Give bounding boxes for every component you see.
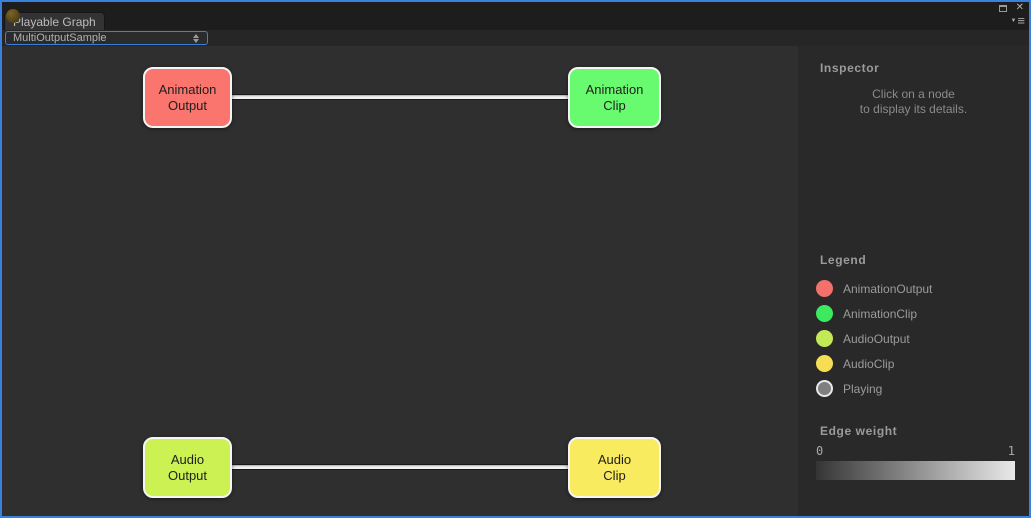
inspector-hint-line1: Click on a node — [872, 87, 955, 101]
legend-list: AnimationOutput AnimationClip AudioOutpu… — [816, 276, 932, 401]
legend-item-label: AudioOutput — [843, 331, 910, 346]
close-icon[interactable]: ✕ — [1015, 2, 1024, 13]
node-audio-output[interactable]: Audio Output — [143, 437, 232, 498]
node-label-line: Audio — [170, 451, 205, 467]
legend-color-dot — [816, 380, 833, 397]
node-label-line: Output — [167, 467, 208, 483]
legend-item-animation-clip: AnimationClip — [816, 301, 932, 326]
graph-tab-icon — [6, 9, 20, 23]
edge-weight-gradient-bar — [816, 461, 1015, 480]
legend-item-label: AudioClip — [843, 356, 895, 371]
inspector-panel: Inspector Click on a node to display its… — [798, 46, 1029, 516]
toolbar: MultiOutputSample — [2, 30, 1029, 46]
edge-weight-min-label: 0 — [816, 444, 824, 458]
main-area: Animation Output Animation Clip Audio Ou… — [2, 46, 1029, 516]
edge-animation-output-to-clip[interactable] — [232, 94, 568, 100]
node-label-line: Audio — [597, 451, 632, 467]
legend-item-playing: Playing — [816, 376, 932, 401]
legend-color-dot — [816, 355, 833, 372]
legend-title: Legend — [820, 253, 867, 267]
legend-item-animation-output: AnimationOutput — [816, 276, 932, 301]
dropdown-triangle-icon: ▼ — [1010, 17, 1017, 24]
node-label-line: Animation — [158, 81, 217, 97]
graph-canvas[interactable]: Animation Output Animation Clip Audio Ou… — [2, 46, 798, 516]
graph-selector-value: MultiOutputSample — [13, 31, 107, 44]
node-label-line: Animation — [585, 81, 644, 97]
node-audio-clip[interactable]: Audio Clip — [568, 437, 661, 498]
edge-audio-output-to-clip[interactable] — [232, 464, 568, 470]
legend-item-label: AnimationOutput — [843, 281, 933, 296]
legend-item-audio-clip: AudioClip — [816, 351, 932, 376]
edge-weight-title: Edge weight — [820, 424, 898, 438]
node-label-line: Output — [167, 97, 208, 113]
legend-item-label: Playing — [843, 381, 883, 396]
node-label-line: Clip — [603, 467, 626, 483]
legend-color-dot — [816, 305, 833, 322]
node-animation-output[interactable]: Animation Output — [143, 67, 232, 128]
legend-item-audio-output: AudioOutput — [816, 326, 932, 351]
titlebar: ✕ — [2, 2, 1029, 13]
legend-item-label: AnimationClip — [843, 306, 918, 321]
inspector-hint: Click on a node to display its details. — [798, 87, 1029, 117]
inspector-title: Inspector — [820, 61, 880, 75]
maximize-icon[interactable] — [999, 5, 1007, 12]
tab-label: Playable Graph — [13, 14, 96, 29]
node-label-line: Clip — [603, 97, 626, 113]
pane-menu-icon[interactable]: ▼ ≡ — [1010, 14, 1025, 27]
dropdown-arrows-icon — [193, 34, 199, 43]
tab-strip: Playable Graph ▼ ≡ — [2, 9, 1029, 30]
edge-weight-scale: 0 1 — [816, 444, 1015, 458]
inspector-hint-line2: to display its details. — [859, 102, 968, 116]
legend-color-dot — [816, 330, 833, 347]
hamburger-icon: ≡ — [1017, 13, 1025, 28]
edge-weight-max-label: 1 — [1007, 444, 1015, 458]
legend-color-dot — [816, 280, 833, 297]
tab-playable-graph[interactable]: Playable Graph — [4, 9, 105, 30]
node-animation-clip[interactable]: Animation Clip — [568, 67, 661, 128]
graph-selector-dropdown[interactable]: MultiOutputSample — [5, 31, 208, 45]
